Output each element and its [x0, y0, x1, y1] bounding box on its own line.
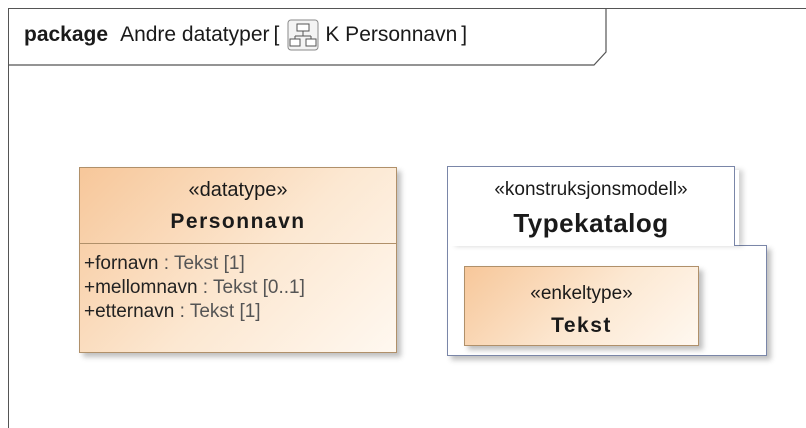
class-name: Tekst [551, 314, 612, 337]
attribute-type: : Tekst [1] [174, 301, 261, 322]
attribute-compartment: +fornavn : Tekst [1] +mellomnavn : Tekst… [80, 244, 396, 324]
frame-bracket-close: ] [461, 23, 468, 46]
frame-title: package Andre datatyper [ K Personnavn ] [24, 19, 471, 51]
attribute-name: +fornavn [84, 253, 159, 274]
frame-package-name: Andre datatyper [120, 23, 270, 46]
frame-keyword: package [24, 23, 109, 46]
enkeltype-tekst[interactable]: «enkeltype» Tekst [464, 266, 699, 346]
class-name: Personnavn [170, 210, 306, 233]
package-name: Typekatalog [513, 208, 669, 238]
frame-diagram-name: K Personnavn [325, 23, 458, 46]
attribute-type: : Tekst [0..1] [197, 277, 305, 298]
class-stereotype: «enkeltype» [530, 283, 633, 304]
attribute-type: : Tekst [1] [158, 253, 245, 274]
package-stereotype: «konstruksjonsmodell» [494, 179, 688, 200]
frame-name-tab [8, 8, 607, 66]
attribute-row[interactable]: +fornavn : Tekst [1] [84, 252, 396, 276]
attribute-name: +mellomnavn [84, 277, 198, 298]
class-stereotype: «datatype» [188, 179, 288, 201]
frame-bracket-open: [ [273, 23, 280, 46]
class-diagram-icon[interactable] [287, 19, 319, 51]
class-header: «datatype» Personnavn [80, 168, 396, 244]
diagram-frame [8, 8, 806, 428]
package-typekatalog-tab[interactable]: «konstruksjonsmodell» Typekatalog [447, 166, 735, 246]
attribute-row[interactable]: +etternavn : Tekst [1] [84, 300, 396, 324]
datatype-personnavn[interactable]: «datatype» Personnavn +fornavn : Tekst [… [79, 167, 397, 353]
attribute-name: +etternavn [84, 301, 175, 322]
attribute-row[interactable]: +mellomnavn : Tekst [0..1] [84, 276, 396, 300]
